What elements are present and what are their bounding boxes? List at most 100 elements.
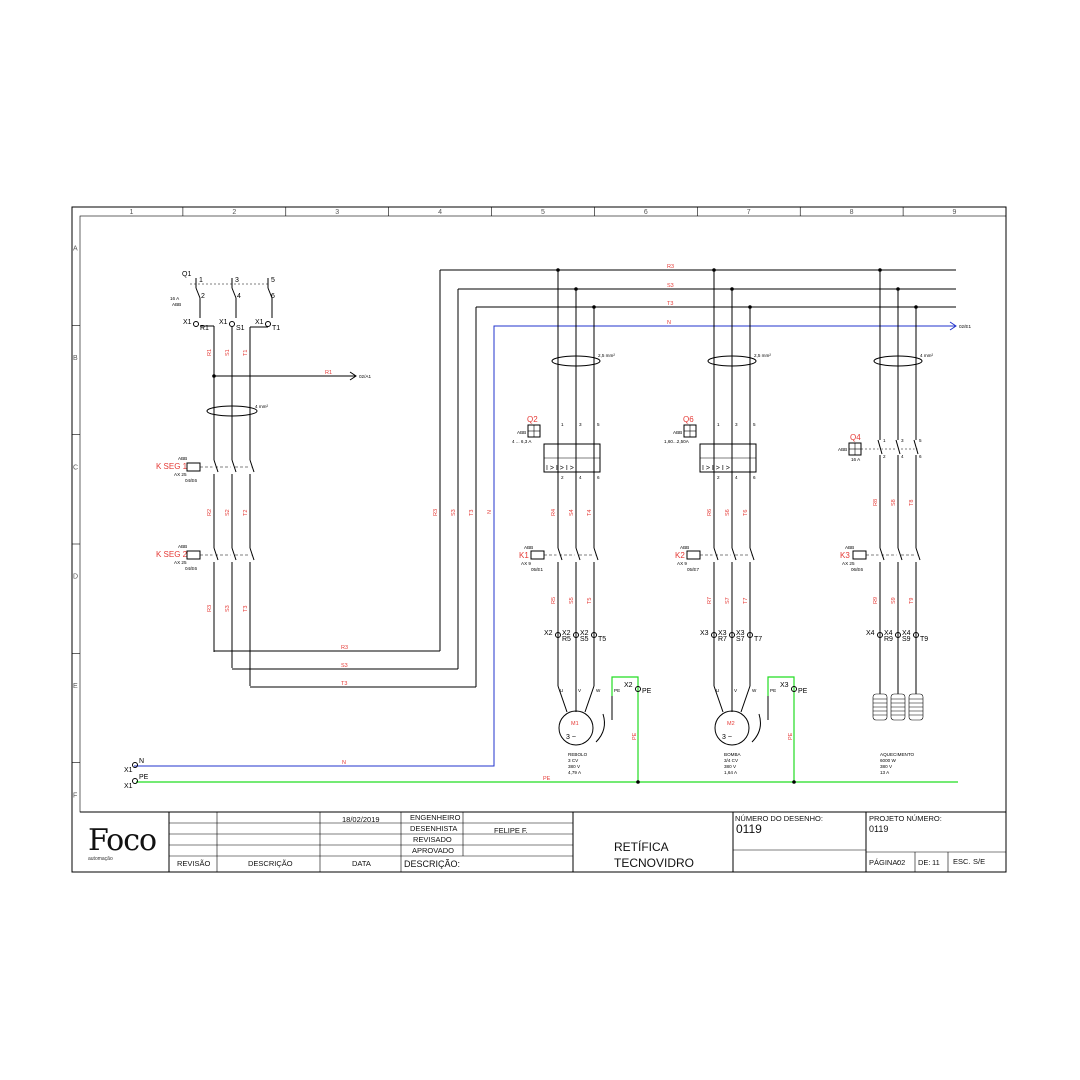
k2-ref: 05/E7 <box>687 567 699 572</box>
x4-phase-r9: R9 <box>884 636 893 643</box>
wire-label-s6: S6 <box>725 509 731 516</box>
q2-t5: 5 <box>597 422 600 427</box>
company-logo-subtitle: automação <box>88 856 113 862</box>
m1-voltage: 380 V <box>568 764 581 769</box>
q6-range: 1,60...2,50A <box>664 439 690 444</box>
q4-brand: ABB <box>838 447 847 452</box>
ksegs2-model: AX 25 <box>174 560 187 565</box>
terminal-icon <box>193 321 199 327</box>
terminal-icon <box>132 778 138 784</box>
column-index: 3 <box>335 209 339 216</box>
m2-pe-v-label: PE <box>788 732 794 740</box>
terminal-icon <box>877 632 883 638</box>
title-block: Foco automação 18/02/2019 ENGENHEIRO DES… <box>80 811 1006 872</box>
wire-label-s2: S2 <box>225 509 231 516</box>
neutral-conductor <box>134 325 956 767</box>
riser-label-s3: S3 <box>341 663 348 669</box>
project-number: 0119 <box>869 824 888 834</box>
column-index: 1 <box>129 209 133 216</box>
x1-phase-t1: T1 <box>272 325 280 332</box>
q6-t3: 3 <box>735 422 738 427</box>
project-number-label: PROJETO NÚMERO: <box>869 814 942 823</box>
k3-brand: ABB <box>845 545 854 550</box>
wire-label-t2: T2 <box>243 510 249 516</box>
heating-element-icon <box>872 693 924 721</box>
role-engineer: ENGENHEIRO <box>410 813 461 822</box>
heater-voltage: 380 V <box>880 764 893 769</box>
x3-label-1: X3 <box>700 630 709 637</box>
role-drafter: DESENHISTA <box>410 824 457 833</box>
m2-label: M2 <box>727 721 735 727</box>
wire-label-r6: R6 <box>707 509 713 516</box>
wire-label-s3: S3 <box>225 605 231 612</box>
heater-power: 6000 W <box>880 758 896 763</box>
q4-range: 16 A <box>851 457 861 462</box>
ref-target-02-a1: 02/A1 <box>359 374 371 379</box>
branch-m1-rebolo: 2,5 mm² Q2 ABB 4 ... 6,3 A 1 3 5 I > I >… <box>512 268 652 784</box>
q6-t5: 5 <box>753 422 756 427</box>
k2-contacts-icon <box>712 547 755 562</box>
wire-label-r3: R3 <box>207 605 213 612</box>
wire-label-s1: S1 <box>225 349 231 356</box>
x3-label-3: X3 <box>736 630 745 637</box>
ref-label-r1: R1 <box>325 370 332 376</box>
riser-v-label-r3: R3 <box>433 509 439 516</box>
project-title-line-1: RETÍFICA <box>614 839 669 854</box>
q1-terminal-3: 3 <box>235 277 239 284</box>
q1-terminal-1: 1 <box>199 277 203 284</box>
ksegs1-brand: ABB <box>178 456 187 461</box>
main-supply-circuit: Q1 16 A ABB 1 3 5 2 4 6 X1 X1 X1 R1 S1 T… <box>156 271 371 686</box>
role-reviewed: REVISADO <box>413 835 452 844</box>
q4-t3: 3 <box>901 438 904 443</box>
q6-t4: 4 <box>735 475 738 480</box>
bus-label-t3: T3 <box>667 301 673 307</box>
terminal-icon <box>747 632 753 638</box>
cable-bundle-icon <box>873 355 923 367</box>
row-index: F <box>73 792 77 799</box>
q6-t2: 2 <box>717 475 720 480</box>
x2-phase-s5: S5 <box>580 636 589 643</box>
k3-contacts-icon <box>878 547 921 562</box>
wire-label-t4: T4 <box>587 510 593 516</box>
k3-ref: 06/E6 <box>851 567 863 572</box>
motor-icon <box>558 710 594 746</box>
wire-label-s4: S4 <box>569 509 575 516</box>
m1-label: M1 <box>571 721 579 727</box>
wire-label-s5: S5 <box>569 597 575 604</box>
riser-v-label-s3: S3 <box>451 509 457 516</box>
motor-icon <box>714 710 750 746</box>
branch-heating: 4 mm² Q4 ABB 16 A 1 3 5 2 4 6 R8 S8 T8 K… <box>838 268 933 775</box>
coil-icon <box>530 550 545 560</box>
row-index: C <box>73 464 78 471</box>
q6-t6: 6 <box>753 475 756 480</box>
page-label: PÁGINA: <box>869 858 899 867</box>
ksegs2-contacts-icon <box>212 547 255 562</box>
company-logo: Foco <box>88 823 156 858</box>
col-description-main: DESCRIÇÃO: <box>404 859 460 869</box>
wire-label-r8: R8 <box>873 499 879 506</box>
terminal-icon <box>729 632 735 638</box>
bus-label-s3: S3 <box>667 283 674 289</box>
coil-icon <box>186 462 201 472</box>
wire-label-r4: R4 <box>551 509 557 516</box>
page-number: 02 <box>897 858 905 867</box>
row-index: B <box>73 355 78 362</box>
x1-pe-label: PE <box>139 774 149 781</box>
m2-earth-wire <box>767 676 795 782</box>
x1-n-label: N <box>139 758 144 765</box>
m1-terminal-w: W <box>596 688 601 693</box>
q1-terminal-4: 4 <box>237 293 241 300</box>
x2-label-3: X2 <box>580 630 589 637</box>
q2-t1: 1 <box>561 422 564 427</box>
ksegs1-model: AX 25 <box>174 472 187 477</box>
riser-label-r3: R3 <box>341 645 348 651</box>
q4-contacts-icon <box>877 439 919 455</box>
x4-label-2: X4 <box>884 630 893 637</box>
wire-label-s7: S7 <box>725 597 731 604</box>
m2-current: 1,64 A <box>724 770 738 775</box>
x2-label-1: X2 <box>544 630 553 637</box>
x3-phase-r7: R7 <box>718 636 727 643</box>
wire-label-t8: T8 <box>909 500 915 506</box>
